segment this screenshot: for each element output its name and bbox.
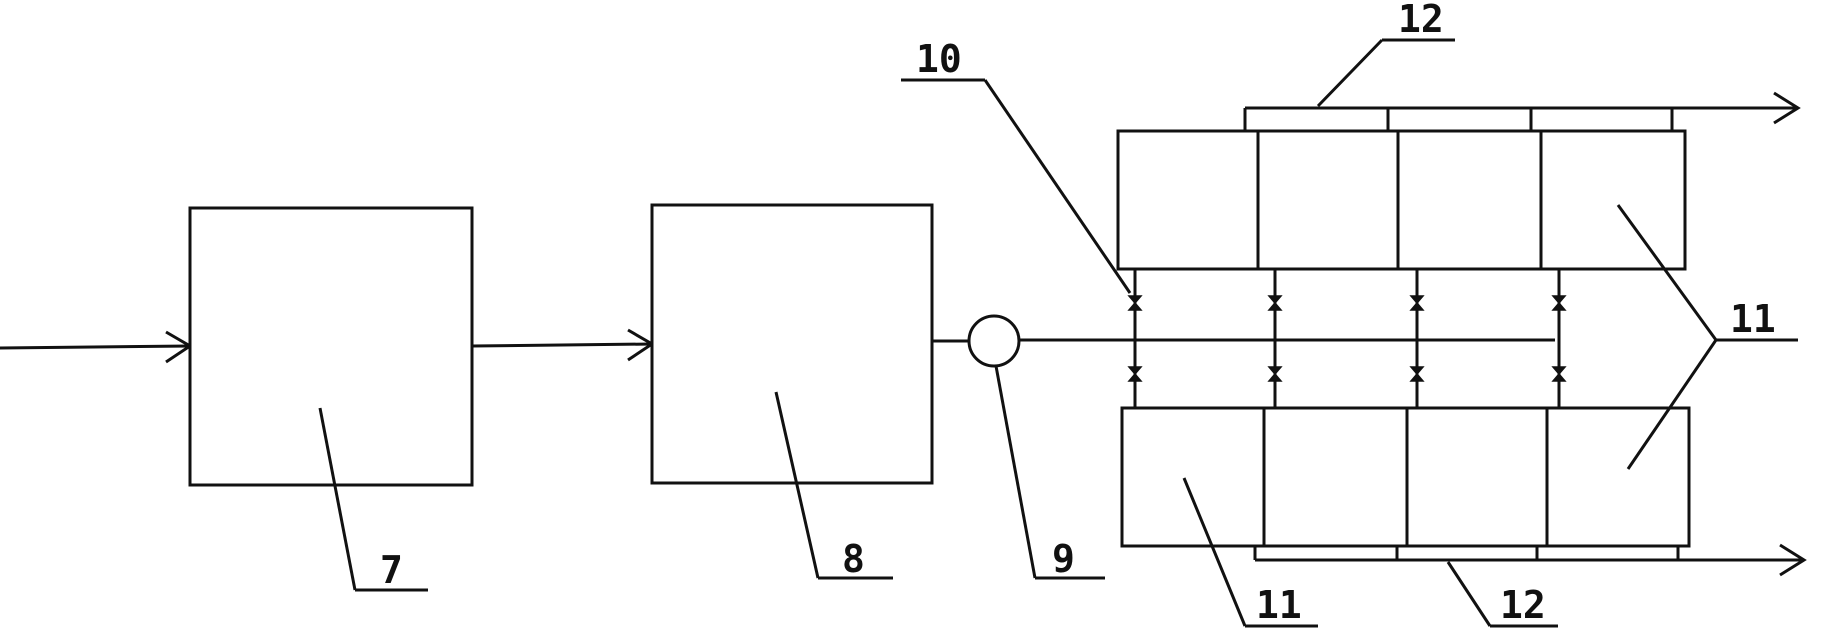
label-12-bottom: 12 <box>1500 583 1546 627</box>
valve-icon <box>1409 366 1425 382</box>
label-9: 9 <box>1052 537 1075 581</box>
top-module-row <box>1116 129 1687 271</box>
module-top-1 <box>1116 129 1260 271</box>
module-bottom-1 <box>1120 406 1266 548</box>
valve-icon <box>1551 366 1567 382</box>
valves <box>1127 295 1567 382</box>
valve-icon <box>1551 295 1567 311</box>
label-11-right: 11 <box>1730 297 1776 341</box>
pump-9-circle <box>967 314 1021 368</box>
valve-icon <box>1127 295 1143 311</box>
leader-11-bottom <box>1182 477 1247 627</box>
header-top-arrowhead <box>1773 91 1801 125</box>
leader-7 <box>318 407 357 591</box>
label-7: 7 <box>380 548 403 592</box>
unit-7-box <box>188 206 474 487</box>
branch-pipes <box>1133 269 1561 408</box>
label-10: 10 <box>916 37 962 81</box>
inlet-pipe <box>0 344 191 350</box>
bottom-module-row <box>1120 406 1691 548</box>
leader-12-bottom <box>1446 561 1492 627</box>
valve-icon <box>1267 295 1283 311</box>
module-top-4 <box>1539 129 1687 271</box>
leader-lines <box>318 38 1798 628</box>
leader-9 <box>994 365 1037 579</box>
module-bottom-2 <box>1262 406 1409 548</box>
label-8: 8 <box>842 537 865 581</box>
label-12-top: 12 <box>1398 0 1444 41</box>
module-top-2 <box>1256 129 1400 271</box>
leader-10 <box>983 79 1132 294</box>
pipe-7-to-8 <box>471 342 653 348</box>
bottom-collection-header <box>1253 543 1807 577</box>
module-bottom-3 <box>1405 406 1549 548</box>
leader-12-top <box>1316 38 1384 108</box>
unit-8-box <box>650 203 934 485</box>
top-collection-header <box>1243 91 1801 131</box>
module-top-3 <box>1396 129 1543 271</box>
label-11-bottom: 11 <box>1256 583 1302 627</box>
valve-icon <box>1267 366 1283 382</box>
header-bottom-arrowhead <box>1779 543 1807 577</box>
module-bottom-4 <box>1545 406 1691 548</box>
leader-8 <box>774 391 820 579</box>
leader-11-right-lower <box>1626 339 1718 470</box>
valve-icon <box>1127 366 1143 382</box>
leader-11-right-upper <box>1616 204 1718 341</box>
valve-icon <box>1409 295 1425 311</box>
